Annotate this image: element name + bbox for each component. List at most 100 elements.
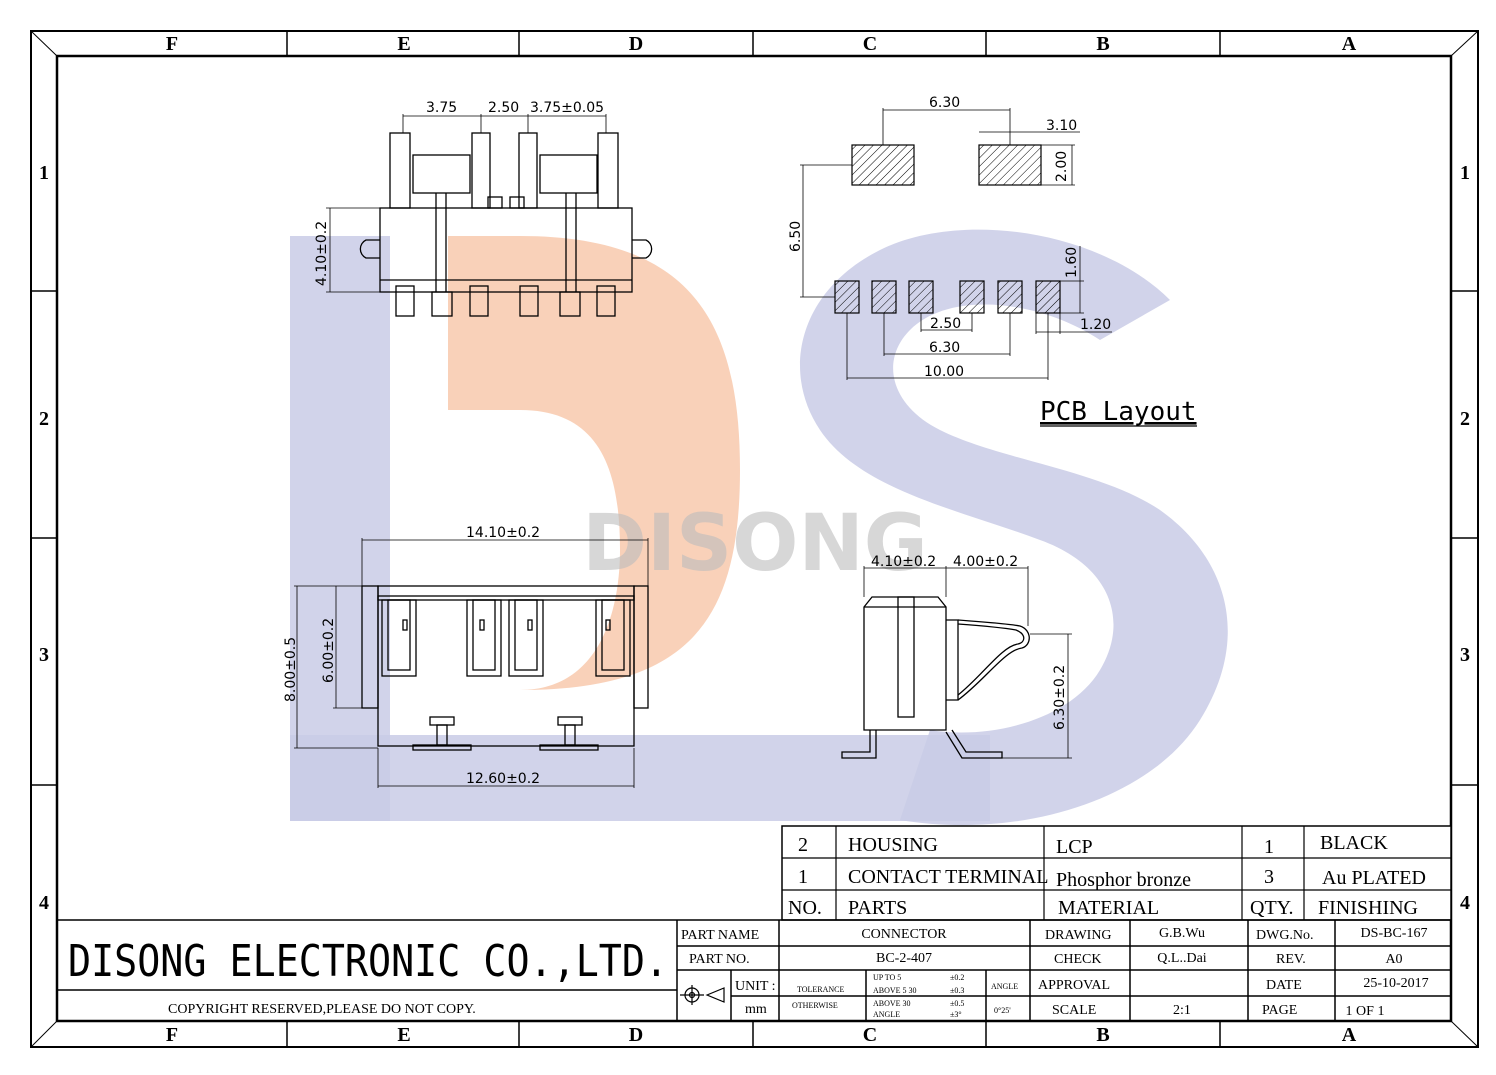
top-view-dimensions (326, 114, 607, 293)
tol-value: ±0.2 (950, 973, 964, 982)
bom-table (781, 825, 1452, 921)
dim-label: 3.75 (426, 100, 457, 116)
row-label-right: 2 (1460, 408, 1470, 430)
check-label: CHECK (1054, 952, 1101, 967)
front-view-dimensions (294, 538, 649, 788)
bom-header-qty: QTY. (1250, 897, 1294, 919)
col-label-top: B (1096, 33, 1109, 55)
unit-value: mm (745, 1002, 767, 1017)
approval-label: APPROVAL (1038, 978, 1110, 993)
part-no-value: BC-2-407 (876, 951, 932, 966)
rev-label: REV. (1276, 952, 1306, 967)
col-label-top: D (629, 33, 643, 55)
dim-label: 2.00 (1054, 151, 1070, 182)
row-label-right: 1 (1460, 162, 1470, 184)
row-label-right: 4 (1460, 892, 1470, 914)
dim-label: 4.10±0.2 (871, 554, 936, 570)
tol-value: ±0.3 (950, 986, 964, 995)
title-block (57, 919, 1451, 1021)
date-value: 25-10-2017 (1363, 976, 1428, 991)
dim-label: 12.60±0.2 (466, 771, 540, 787)
bom-material: LCP (1056, 836, 1093, 858)
dim-label: 6.50 (788, 221, 804, 252)
side-view-dimensions (863, 566, 1072, 759)
dim-label: 3.10 (1046, 118, 1077, 134)
top-view (359, 132, 653, 317)
projection-symbol-icon (680, 985, 725, 1005)
page-label: PAGE (1262, 1003, 1297, 1018)
bom-qty: 3 (1264, 866, 1274, 888)
bom-finishing: Au PLATED (1322, 867, 1426, 889)
bom-no: 1 (798, 866, 808, 888)
dim-label: 4.00±0.2 (953, 554, 1018, 570)
col-label-top: F (166, 33, 178, 55)
tol-range: ABOVE 5 30 (873, 986, 917, 995)
page-value: 1 OF 1 (1346, 1004, 1385, 1019)
part-no-label: PART NO. (689, 952, 750, 967)
col-label-bottom: B (1096, 1024, 1109, 1046)
rev-value: A0 (1385, 952, 1402, 967)
part-name-label: PART NAME (681, 928, 759, 943)
watermark-letter-d (448, 236, 740, 690)
dim-label: 3.75±0.05 (530, 100, 604, 116)
watermark-bar-bottom (290, 735, 990, 821)
watermark-text: DISONG (582, 499, 928, 589)
bom-part: CONTACT TERMINAL (848, 866, 1048, 888)
tolerance-label: TOLERANCE (797, 985, 845, 994)
bom-no: 2 (798, 834, 808, 856)
tol-value: ±0.5 (950, 999, 964, 1008)
col-label-top: C (863, 33, 877, 55)
unit-label: UNIT : (735, 979, 776, 994)
date-label: DATE (1266, 978, 1302, 993)
dim-label: 10.00 (924, 364, 964, 380)
watermark: DISONG (290, 229, 1228, 826)
tol-range: UP TO 5 (873, 973, 901, 982)
pcb-dimensions (800, 108, 1112, 380)
dim-label: 6.00±0.2 (321, 618, 337, 683)
row-label-left: 1 (39, 162, 49, 184)
dim-label: 4.10±0.2 (314, 221, 330, 286)
dwg-no-value: DS-BC-167 (1361, 926, 1428, 941)
dim-label: 2.50 (930, 316, 961, 332)
bom-header-no: NO. (788, 897, 822, 919)
copyright: COPYRIGHT RESERVED,PLEASE DO NOT COPY. (168, 1002, 476, 1017)
dim-label: 1.20 (1080, 317, 1111, 333)
bom-material: Phosphor bronze (1056, 869, 1191, 891)
dim-label: 1.60 (1064, 247, 1080, 278)
bom-qty: 1 (1264, 836, 1274, 858)
dwg-no-label: DWG.No. (1256, 928, 1314, 943)
part-name-value: CONNECTOR (861, 927, 947, 942)
dim-label: 14.10±0.2 (466, 525, 540, 541)
dim-label: 6.30±0.2 (1052, 665, 1068, 730)
angle-label: ANGLE (991, 982, 1018, 991)
row-label-left: 2 (39, 408, 49, 430)
dim-label: 6.30 (929, 340, 960, 356)
drawing-value: G.B.Wu (1159, 926, 1205, 941)
scale-value: 2:1 (1173, 1003, 1191, 1018)
bom-part: HOUSING (848, 834, 938, 856)
row-label-right: 3 (1460, 644, 1470, 666)
bom-header-part: PARTS (848, 897, 907, 919)
side-view (841, 596, 1030, 759)
dim-label: 2.50 (488, 100, 519, 116)
watermark-letter-s (800, 229, 1228, 826)
bom-header-material: MATERIAL (1058, 897, 1159, 919)
col-label-bottom: F (166, 1024, 178, 1046)
row-label-left: 3 (39, 644, 49, 666)
scale-label: SCALE (1052, 1003, 1096, 1018)
col-label-bottom: C (863, 1024, 877, 1046)
tol-range: ABOVE 30 (873, 999, 911, 1008)
col-label-top: A (1342, 33, 1357, 55)
bom-finishing: BLACK (1320, 832, 1388, 854)
otherwise-label: OTHERWISE (792, 1001, 838, 1010)
drawing-label: DRAWING (1045, 928, 1112, 943)
tol-range: ANGLE (873, 1010, 900, 1019)
pcb-layout-title: PCB Layout (1040, 397, 1197, 427)
tol-value: ±3° (950, 1010, 962, 1019)
col-label-bottom: A (1342, 1024, 1357, 1046)
bom-header-finishing: FINISHING (1318, 897, 1418, 919)
col-label-bottom: D (629, 1024, 643, 1046)
watermark-bar-left (290, 236, 390, 821)
company-name: DISONG ELECTRONIC CO.,LTD. (68, 936, 668, 987)
